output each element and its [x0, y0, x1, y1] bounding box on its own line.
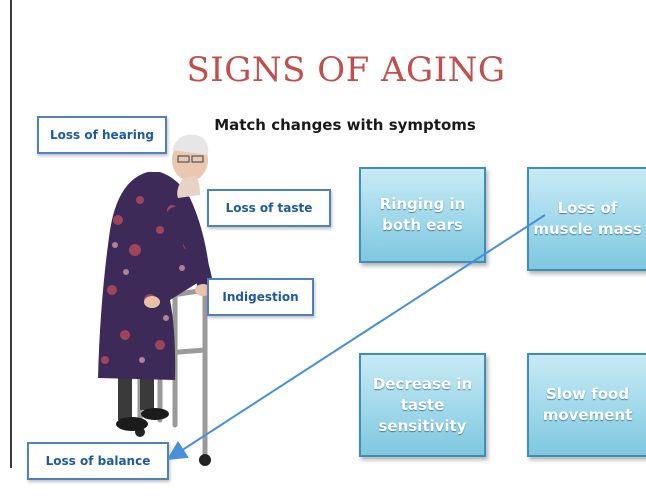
match-connector-arrow[interactable]: [0, 0, 646, 502]
